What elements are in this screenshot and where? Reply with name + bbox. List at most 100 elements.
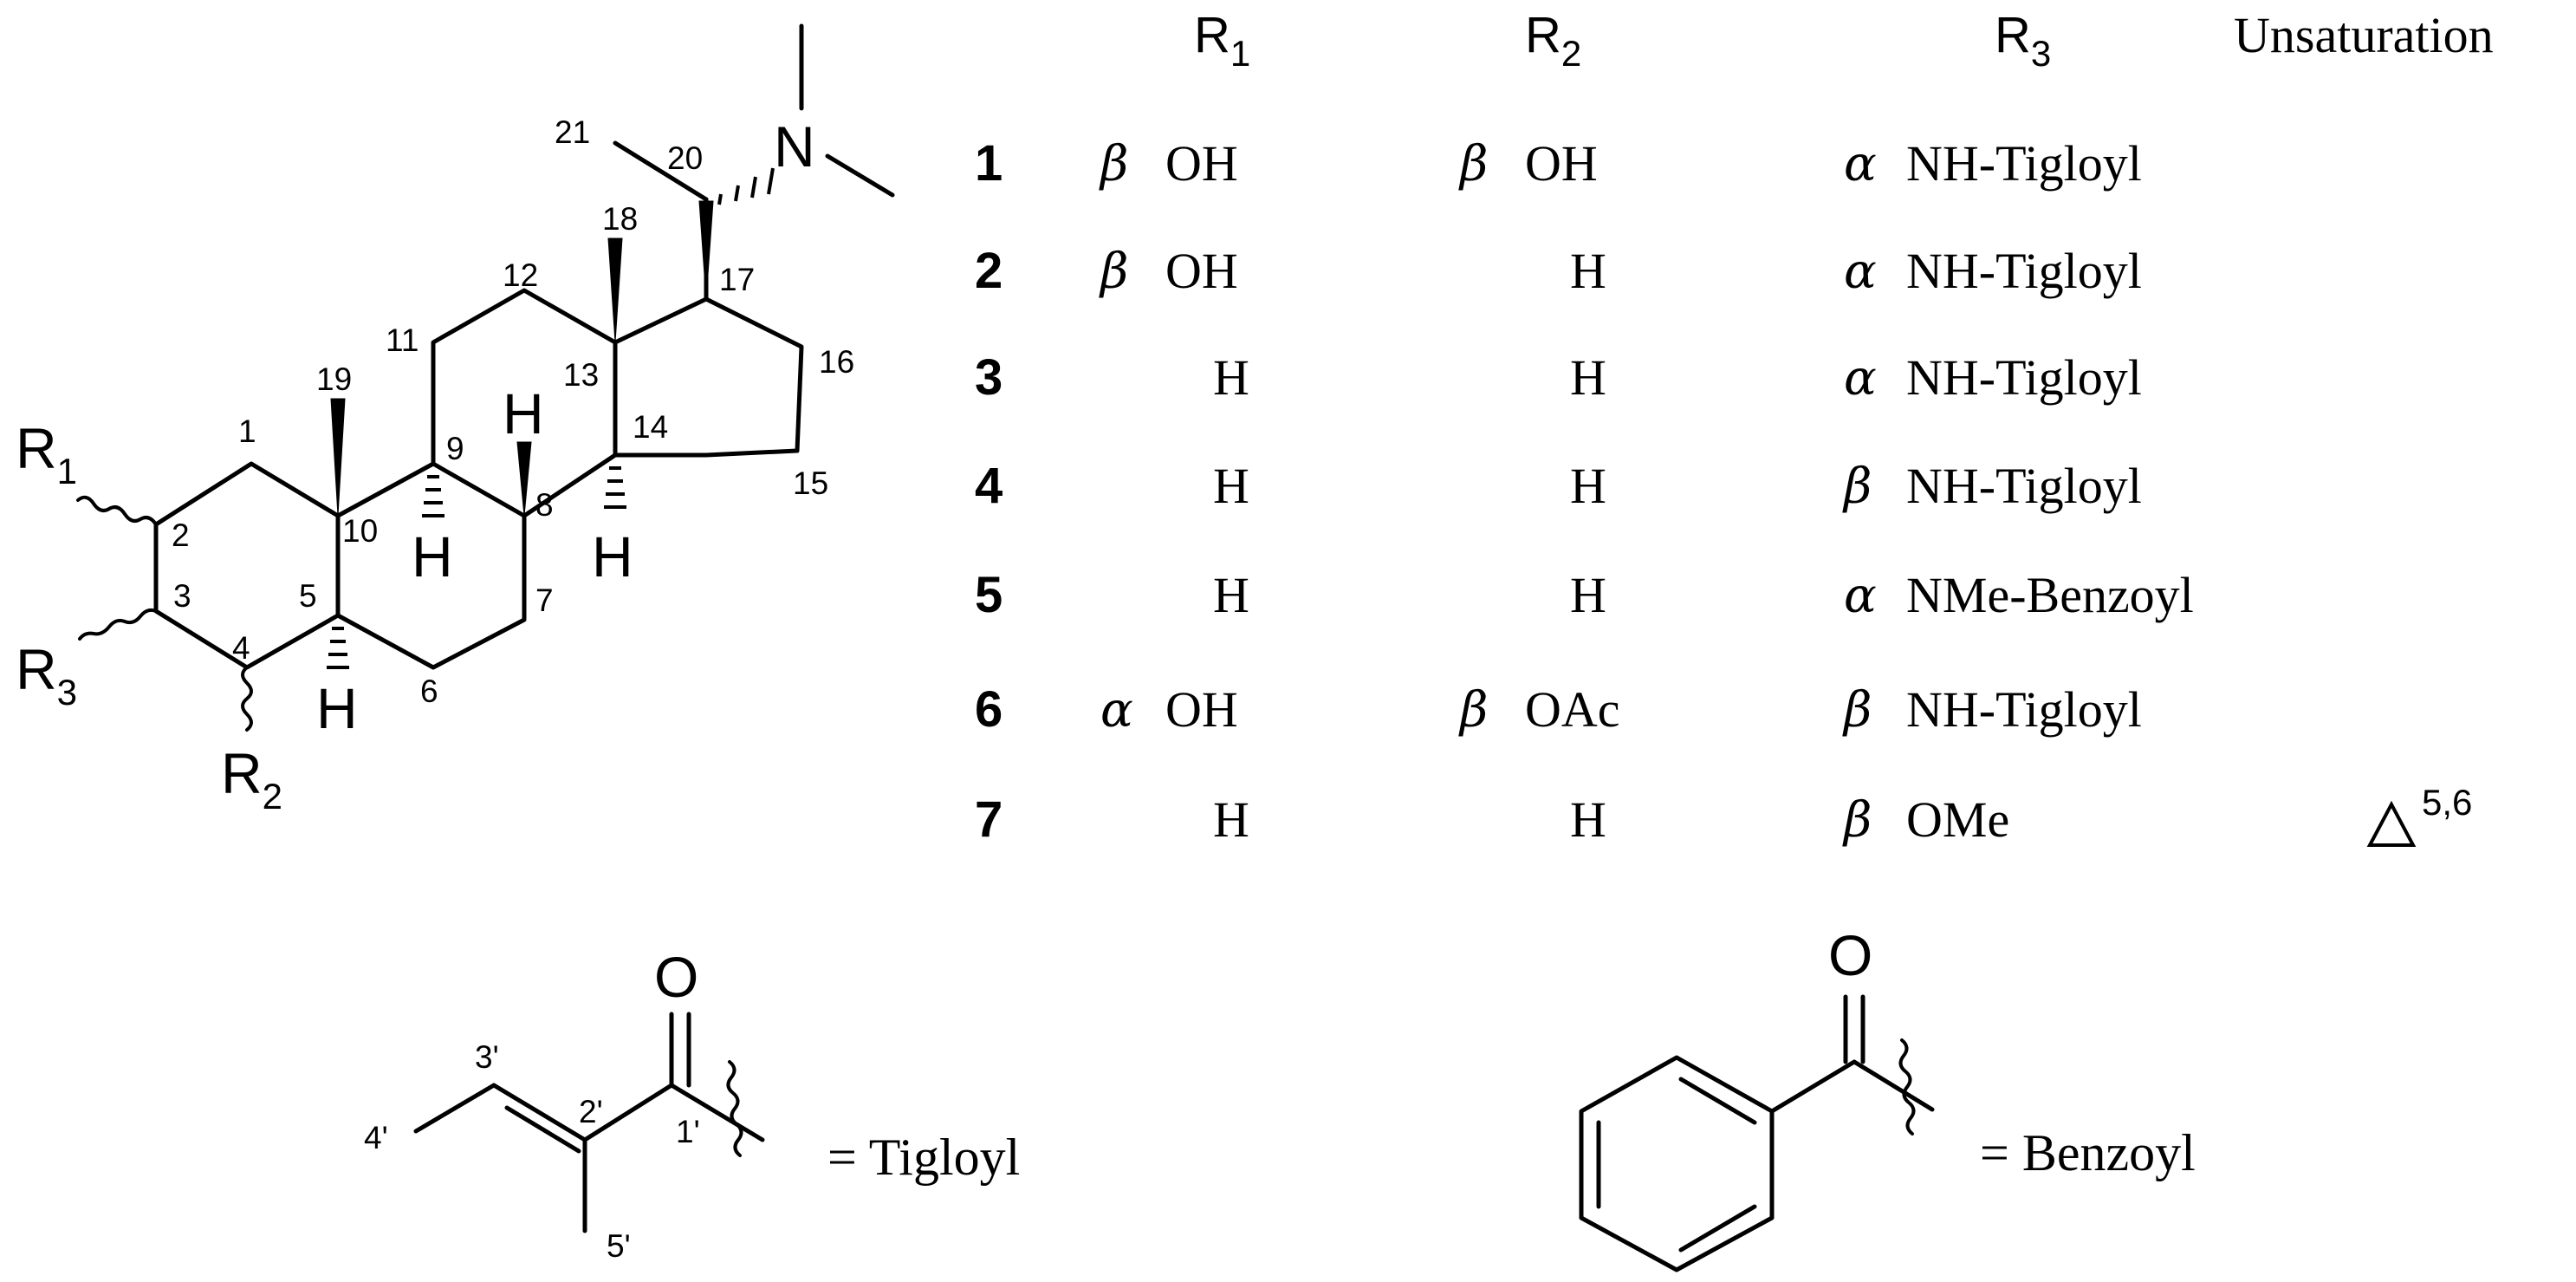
r3-value: OMe xyxy=(1906,791,2009,848)
r1-value: H xyxy=(1213,791,1249,848)
steroid-locants: 1 2 3 4 5 6 7 8 9 10 11 12 13 14 15 16 1… xyxy=(172,114,854,709)
r3-label: R3 xyxy=(16,637,77,713)
r1-value: OH xyxy=(1165,135,1238,192)
header-unsaturation: Unsaturation xyxy=(2234,7,2494,63)
r3-stereo: β xyxy=(1842,459,1872,515)
svg-text:1: 1 xyxy=(238,413,256,449)
r2-value: OAc xyxy=(1525,681,1620,738)
compound-number: 7 xyxy=(975,791,1002,848)
steroid-skeleton: N H H H H R1 R3 R2 1 2 3 4 5 6 7 8 9 10 … xyxy=(16,23,895,817)
c14-hydrogen-label: H xyxy=(592,524,633,589)
r2-value: H xyxy=(1570,349,1606,406)
svg-text:11: 11 xyxy=(386,322,419,358)
substituent-table: R1 R2 R3 Unsaturation 1 β OH β OH α NH-T… xyxy=(975,7,2494,849)
svg-text:21: 21 xyxy=(555,114,590,150)
svg-text:12: 12 xyxy=(503,257,538,293)
svg-text:4': 4' xyxy=(364,1120,388,1155)
svg-text:9: 9 xyxy=(446,431,464,466)
r2-label: R2 xyxy=(221,741,282,817)
table-row: 6 α OH β OAc β NH-Tigloyl xyxy=(975,681,2142,739)
svg-text:15: 15 xyxy=(793,465,828,501)
r2-wavy-bond xyxy=(241,666,253,732)
compound-number: 1 xyxy=(975,135,1002,192)
compound-number: 5 xyxy=(975,567,1002,623)
header-r3: R3 xyxy=(1995,7,2051,74)
r2-value: H xyxy=(1570,243,1606,299)
c20-n-hash xyxy=(717,167,775,205)
unsaturation-delta: 5,6 xyxy=(2366,782,2472,847)
c8-h-wedge xyxy=(516,441,532,517)
svg-text:5': 5' xyxy=(607,1228,631,1264)
benzoyl-equals-label: = Benzoyl xyxy=(1980,1124,2196,1181)
table-row: 7 H H β OMe 5,6 xyxy=(975,782,2472,849)
table-row: 3 H H α NH-Tigloyl xyxy=(975,349,2142,407)
table-row: 1 β OH β OH α NH-Tigloyl xyxy=(975,135,2142,192)
benzoyl-oxygen: O xyxy=(1828,923,1872,987)
svg-text:1': 1' xyxy=(676,1114,700,1149)
r3-stereo: α xyxy=(1844,350,1877,407)
r3-value: NMe-Benzoyl xyxy=(1906,567,2194,623)
r3-value: NH-Tigloyl xyxy=(1906,681,2142,738)
r3-value: NH-Tigloyl xyxy=(1906,349,2142,406)
r3-value: NH-Tigloyl xyxy=(1906,135,2142,192)
svg-text:2': 2' xyxy=(579,1094,603,1129)
r2-stereo: β xyxy=(1458,682,1488,739)
benzoyl-attachment-wavy xyxy=(1898,1038,1916,1136)
table-row: 2 β OH H α NH-Tigloyl xyxy=(975,243,2142,300)
header-r2: R2 xyxy=(1525,7,1581,74)
c9-h-hash xyxy=(422,475,444,517)
header-r1: R1 xyxy=(1194,7,1250,74)
svg-text:16: 16 xyxy=(819,344,854,380)
c8-hydrogen-label: H xyxy=(503,381,544,446)
table-row: 4 H H β NH-Tigloyl xyxy=(975,458,2142,515)
svg-text:4: 4 xyxy=(232,630,250,666)
compound-number: 4 xyxy=(975,458,1002,514)
r2-stereo: β xyxy=(1458,136,1488,192)
r2-value: OH xyxy=(1525,135,1598,192)
r3-value: NH-Tigloyl xyxy=(1906,243,2142,299)
r1-value: H xyxy=(1213,458,1249,514)
tigloyl-equals-label: = Tigloyl xyxy=(827,1129,1020,1186)
c13-methyl-wedge xyxy=(607,238,623,343)
r1-value: OH xyxy=(1165,681,1238,738)
svg-text:6: 6 xyxy=(420,674,438,709)
c9-hydrogen-label: H xyxy=(412,524,453,589)
c5-hydrogen-label: H xyxy=(316,676,358,740)
r3-stereo: α xyxy=(1844,136,1877,192)
svg-text:2: 2 xyxy=(172,517,190,553)
svg-text:19: 19 xyxy=(316,361,352,397)
c10-methyl-wedge xyxy=(330,398,346,517)
r3-stereo: α xyxy=(1844,244,1877,300)
svg-text:5: 5 xyxy=(299,578,317,614)
svg-text:3': 3' xyxy=(475,1039,499,1075)
unsaturation-superscript: 5,6 xyxy=(2422,782,2472,823)
r3-stereo: β xyxy=(1842,682,1872,739)
r1-stereo: α xyxy=(1100,682,1133,739)
r1-wavy-bond xyxy=(76,495,158,526)
c5-h-hash xyxy=(327,627,349,669)
svg-text:13: 13 xyxy=(563,357,599,393)
r3-wavy-bond xyxy=(78,608,158,641)
r1-value: OH xyxy=(1165,243,1238,299)
tigloyl-oxygen: O xyxy=(654,945,698,1009)
r2-value: H xyxy=(1570,458,1606,514)
c17-c20-wedge xyxy=(698,200,714,300)
svg-text:8: 8 xyxy=(535,487,554,523)
table-row: 5 H H α NMe-Benzoyl xyxy=(975,567,2194,624)
svg-text:14: 14 xyxy=(633,409,668,445)
svg-text:3: 3 xyxy=(173,578,191,614)
compound-number: 6 xyxy=(975,681,1002,738)
r1-stereo: β xyxy=(1099,244,1128,300)
r1-label: R1 xyxy=(16,416,77,491)
compound-number: 2 xyxy=(975,243,1002,299)
r3-value: NH-Tigloyl xyxy=(1906,458,2142,514)
r2-value: H xyxy=(1570,567,1606,623)
c14-h-hash xyxy=(604,466,626,509)
svg-text:17: 17 xyxy=(719,262,755,297)
svg-text:10: 10 xyxy=(342,513,378,549)
nitrogen-label: N xyxy=(774,114,815,179)
r1-value: H xyxy=(1213,349,1249,406)
svg-text:20: 20 xyxy=(667,140,703,176)
tigloyl-attachment-wavy xyxy=(726,1060,743,1157)
